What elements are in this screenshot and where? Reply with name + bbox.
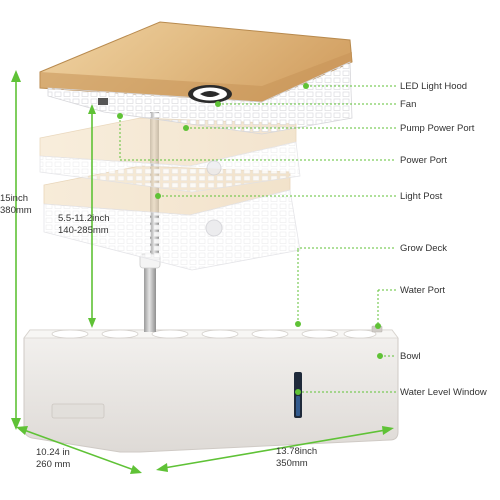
- dim-width-mm: 350mm: [276, 458, 308, 469]
- bowl-shape: [23, 325, 399, 453]
- label-grow-deck: Grow Deck: [400, 243, 447, 254]
- label-fan: Fan: [400, 99, 417, 110]
- led-hood-shape: [39, 21, 353, 135]
- dim-height-mm: 380mm: [0, 205, 32, 216]
- callout-leaders: [119, 85, 396, 393]
- dim-adjust-mm: 140-285mm: [58, 225, 109, 236]
- dim-depth: 10.24 in 260 mm: [36, 447, 70, 471]
- dim-adjust: 5.5-11.2inch 140-285mm: [58, 213, 110, 237]
- label-power-port: Power Port: [400, 155, 447, 166]
- dimension-lines: [11, 70, 394, 474]
- dim-width-in: 13.78inch: [276, 446, 318, 457]
- dim-depth-in: 10.24 in: [36, 447, 70, 458]
- label-water-port: Water Port: [400, 285, 446, 296]
- dim-adjust-in: 5.5-11.2inch: [58, 213, 110, 224]
- dim-height-in: 15inch: [0, 193, 28, 204]
- label-bowl: Bowl: [400, 351, 421, 362]
- label-pump-power-port: Pump Power Port: [400, 123, 475, 134]
- dim-width: 13.78inch 350mm: [276, 446, 317, 470]
- label-water-level-window: Water Level Window: [400, 387, 487, 398]
- dim-height: 15inch 380mm: [0, 193, 32, 217]
- label-led-light-hood: LED Light Hood: [400, 81, 468, 92]
- label-light-post: Light Post: [400, 191, 443, 202]
- callout-dots: [117, 83, 383, 395]
- dim-depth-mm: 260 mm: [36, 459, 71, 470]
